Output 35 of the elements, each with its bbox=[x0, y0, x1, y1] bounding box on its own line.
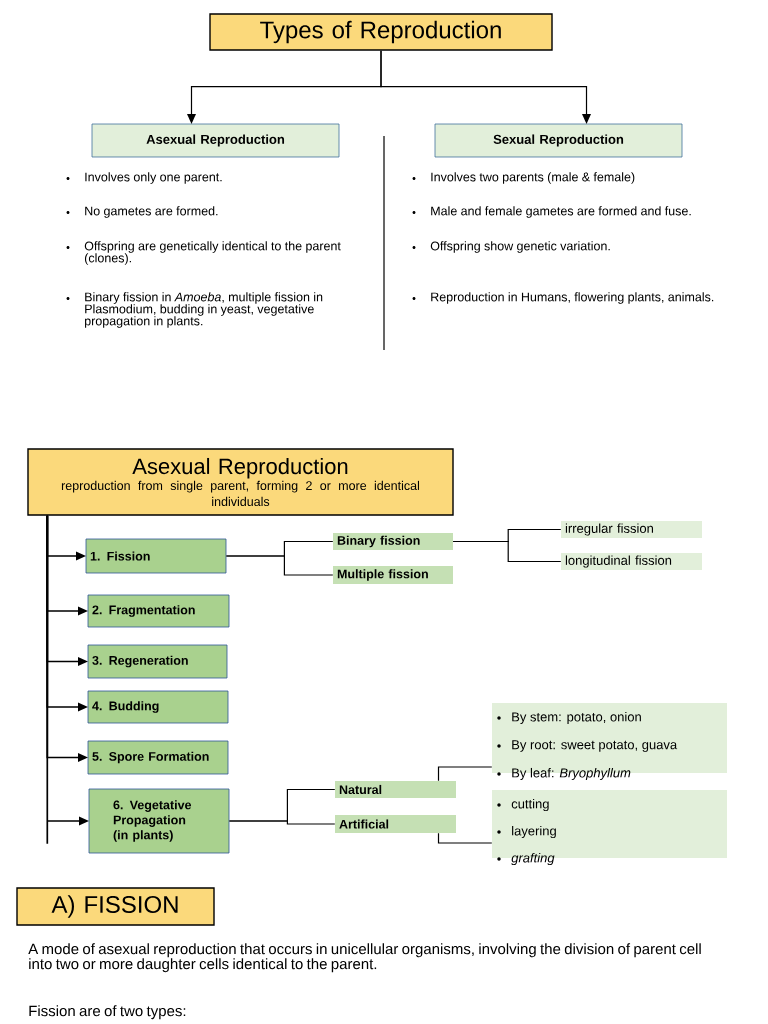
bullet-point: Involves only one parent. bbox=[66, 172, 222, 184]
category-chip: Natural bbox=[335, 781, 456, 798]
process-box: 4. Budding bbox=[87, 690, 229, 724]
connector-line bbox=[452, 540, 562, 563]
connector-line bbox=[228, 820, 336, 825]
process-box: 2. Fragmentation bbox=[87, 594, 230, 628]
category-chip: Binary fission bbox=[333, 533, 453, 550]
bullet-point: Offspring show genetic variation. bbox=[412, 241, 610, 253]
paragraph-text: A mode of asexual reproduction that occurs in unicellular organisms, involving the division of parent cell into two or more daughter cells identical to the parent. bbox=[28, 943, 701, 973]
paragraph-text: Fission are of two types: bbox=[29, 1005, 186, 1020]
category-chip: irregular fission bbox=[561, 521, 702, 538]
bullet-point: No gametes are formed. bbox=[66, 206, 218, 218]
bullet-point: Offspring are genetically identical to the parent (clones). bbox=[66, 241, 341, 265]
connector-line bbox=[437, 766, 493, 782]
category-chip: Multiple fission bbox=[333, 566, 453, 584]
bullet-list: cutting layering grafting bbox=[492, 790, 727, 866]
title-box: Asexual Reproduction reproduction from single parent, forming 2 or more identical individuals bbox=[27, 448, 454, 516]
bullet-point: Male and female gametes are formed and fuse. bbox=[412, 206, 691, 218]
connector-line bbox=[225, 555, 334, 576]
process-box: 1. Fission bbox=[85, 538, 227, 574]
title-box: Types of Reproduction bbox=[209, 13, 553, 51]
heading-box: Sexual Reproduction bbox=[434, 123, 683, 158]
process-box: 3. Regeneration bbox=[87, 644, 228, 679]
arrow bbox=[46, 514, 89, 845]
bullet-point: Reproduction in Humans, flowering plants, animals. bbox=[412, 292, 714, 304]
heading-box: Asexual Reproduction bbox=[91, 123, 340, 158]
bullet-point: Binary fission in Amoeba, multiple fission in Plasmodium, budding in yeast, vegetative propagation in plants. bbox=[66, 292, 323, 328]
arrow bbox=[380, 50, 591, 124]
process-box: 6. Vegetative Propagation (in plants) bbox=[88, 788, 230, 854]
bullet-point: Involves two parents (male & female) bbox=[412, 172, 635, 184]
title-box: A) FISSION bbox=[16, 887, 215, 926]
connector-line bbox=[437, 832, 493, 844]
process-box: 5. Spore Formation bbox=[87, 740, 229, 775]
category-chip: longitudinal fission bbox=[561, 553, 702, 570]
category-chip: Artificial bbox=[335, 815, 456, 833]
